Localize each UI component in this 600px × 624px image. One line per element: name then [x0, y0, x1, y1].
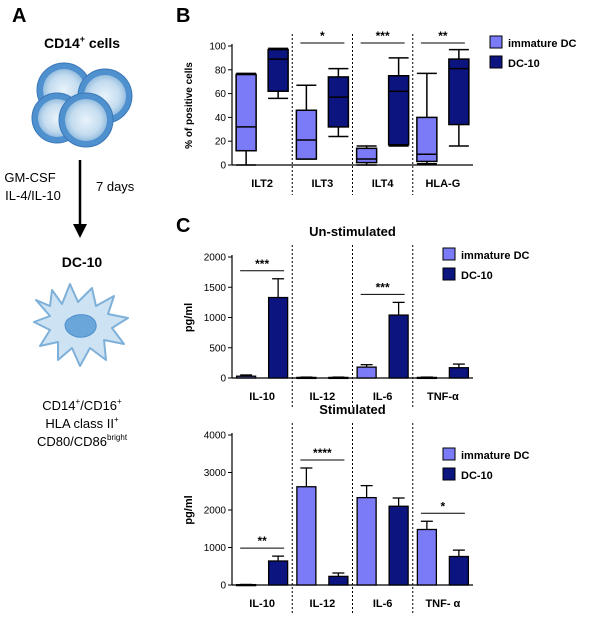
box-legend-label: DC-10	[508, 58, 540, 70]
stim-bar	[416, 528, 438, 586]
stim-bar	[235, 583, 257, 587]
box-significance-label: ***	[376, 29, 390, 43]
stim-bar	[296, 486, 317, 586]
stim-y-tick-label: 2000	[204, 506, 227, 517]
panel-b-letter: B	[176, 5, 190, 27]
panel-c-letter: C	[176, 215, 190, 237]
stim-title: Stimulated	[319, 402, 386, 417]
box-category-label: ILT4	[372, 178, 395, 190]
dc10-title: DC-10	[62, 254, 103, 270]
stim-y-label: pg/ml	[183, 495, 195, 524]
box-legend-swatch	[489, 55, 503, 69]
stim-category-label: IL-12	[310, 598, 336, 610]
stim-category-label: IL-10	[249, 598, 275, 610]
marker-line1: CD14+/CD16+	[42, 397, 122, 413]
unstim-y-label: pg/ml	[183, 303, 195, 332]
duration-label: 7 days	[96, 179, 135, 194]
box-box	[355, 147, 378, 164]
stim-significance-label: ****	[313, 446, 332, 460]
unstim-significance-label: ***	[255, 257, 269, 271]
unstim-bar	[356, 366, 377, 379]
box-category-label: ILT2	[251, 178, 273, 190]
unstim-y-tick-label: 0	[220, 374, 226, 385]
box-y-tick-label: 100	[209, 42, 226, 53]
stim-bar	[267, 560, 289, 586]
box-box	[448, 58, 470, 126]
stim-bar	[388, 505, 409, 586]
unstim-legend-swatch	[442, 247, 456, 261]
unstim-category-label: IL-10	[249, 391, 275, 403]
box-box	[416, 116, 438, 163]
stim-y-tick-label: 1000	[204, 543, 227, 554]
cells-title: CD14+ cells	[44, 34, 120, 51]
unstim-category-label: TNF-α	[427, 391, 459, 403]
unstim-bar	[448, 367, 470, 379]
stim-y-tick-label: 0	[220, 581, 226, 592]
stim-bar	[328, 575, 349, 586]
box-significance-label: *	[320, 29, 325, 43]
box-category-label: ILT3	[311, 178, 333, 190]
stim-legend-swatch	[442, 447, 456, 461]
unstim-legend-label: immature DC	[461, 250, 530, 262]
unstim-bar	[416, 376, 438, 380]
stim-bar	[448, 555, 470, 586]
stim-legend-swatch	[442, 467, 456, 481]
stim-legend-label: DC-10	[461, 470, 493, 482]
box-box	[267, 48, 289, 92]
cd14-cells-illustration	[31, 62, 133, 148]
unstim-bar	[296, 376, 317, 380]
marker-line3: CD80/CD86bright	[37, 433, 128, 449]
unstim-y-tick-label: 500	[209, 343, 226, 354]
stim-significance-label: *	[441, 499, 446, 513]
box-y-label: % of positive cells	[184, 62, 195, 149]
stim-bar	[356, 496, 377, 586]
box-y-tick-label: 20	[215, 137, 227, 148]
unstim-category-label: IL-6	[373, 391, 393, 403]
unstim-title: Un-stimulated	[309, 224, 396, 239]
stim-legend-label: immature DC	[461, 450, 530, 462]
unstim-y-tick-label: 1000	[204, 313, 227, 324]
stim-y-tick-label: 3000	[204, 468, 227, 479]
box-box	[327, 76, 350, 128]
unstim-significance-label: ***	[376, 280, 390, 294]
stim-category-label: TNF- α	[425, 598, 460, 610]
box-box	[387, 75, 410, 146]
stim-category-label: IL-6	[373, 598, 393, 610]
unstim-bar	[388, 314, 409, 379]
box-y-tick-label: 0	[220, 161, 226, 172]
stim-significance-label: **	[257, 534, 267, 548]
unstim-y-tick-label: 2000	[204, 253, 227, 264]
unstim-bar	[328, 376, 349, 380]
unstim-legend-swatch	[442, 267, 456, 281]
unstim-bar	[267, 296, 289, 379]
differentiation-arrow	[73, 160, 87, 238]
box-box	[235, 73, 257, 152]
treatment-line1: GM-CSF	[4, 170, 55, 185]
marker-line2: HLA class II+	[45, 415, 119, 431]
unstim-bar	[235, 375, 257, 379]
box-legend-swatch	[489, 35, 503, 49]
unstim-y-tick-label: 1500	[204, 283, 227, 294]
box-y-tick-label: 40	[215, 113, 227, 124]
box-significance-label: **	[438, 29, 448, 43]
box-y-tick-label: 60	[215, 89, 227, 100]
box-category-label: HLA-G	[425, 178, 460, 190]
treatment-line2: IL-4/IL-10	[5, 188, 61, 203]
unstim-legend-label: DC-10	[461, 270, 493, 282]
unstim-category-label: IL-12	[310, 391, 336, 403]
box-y-tick-label: 80	[215, 65, 227, 76]
box-box	[295, 109, 318, 160]
panel-a-letter: A	[12, 5, 26, 27]
stim-y-tick-label: 4000	[204, 431, 227, 442]
box-legend-label: immature DC	[508, 38, 577, 50]
dendritic-cell-illustration	[33, 283, 129, 367]
